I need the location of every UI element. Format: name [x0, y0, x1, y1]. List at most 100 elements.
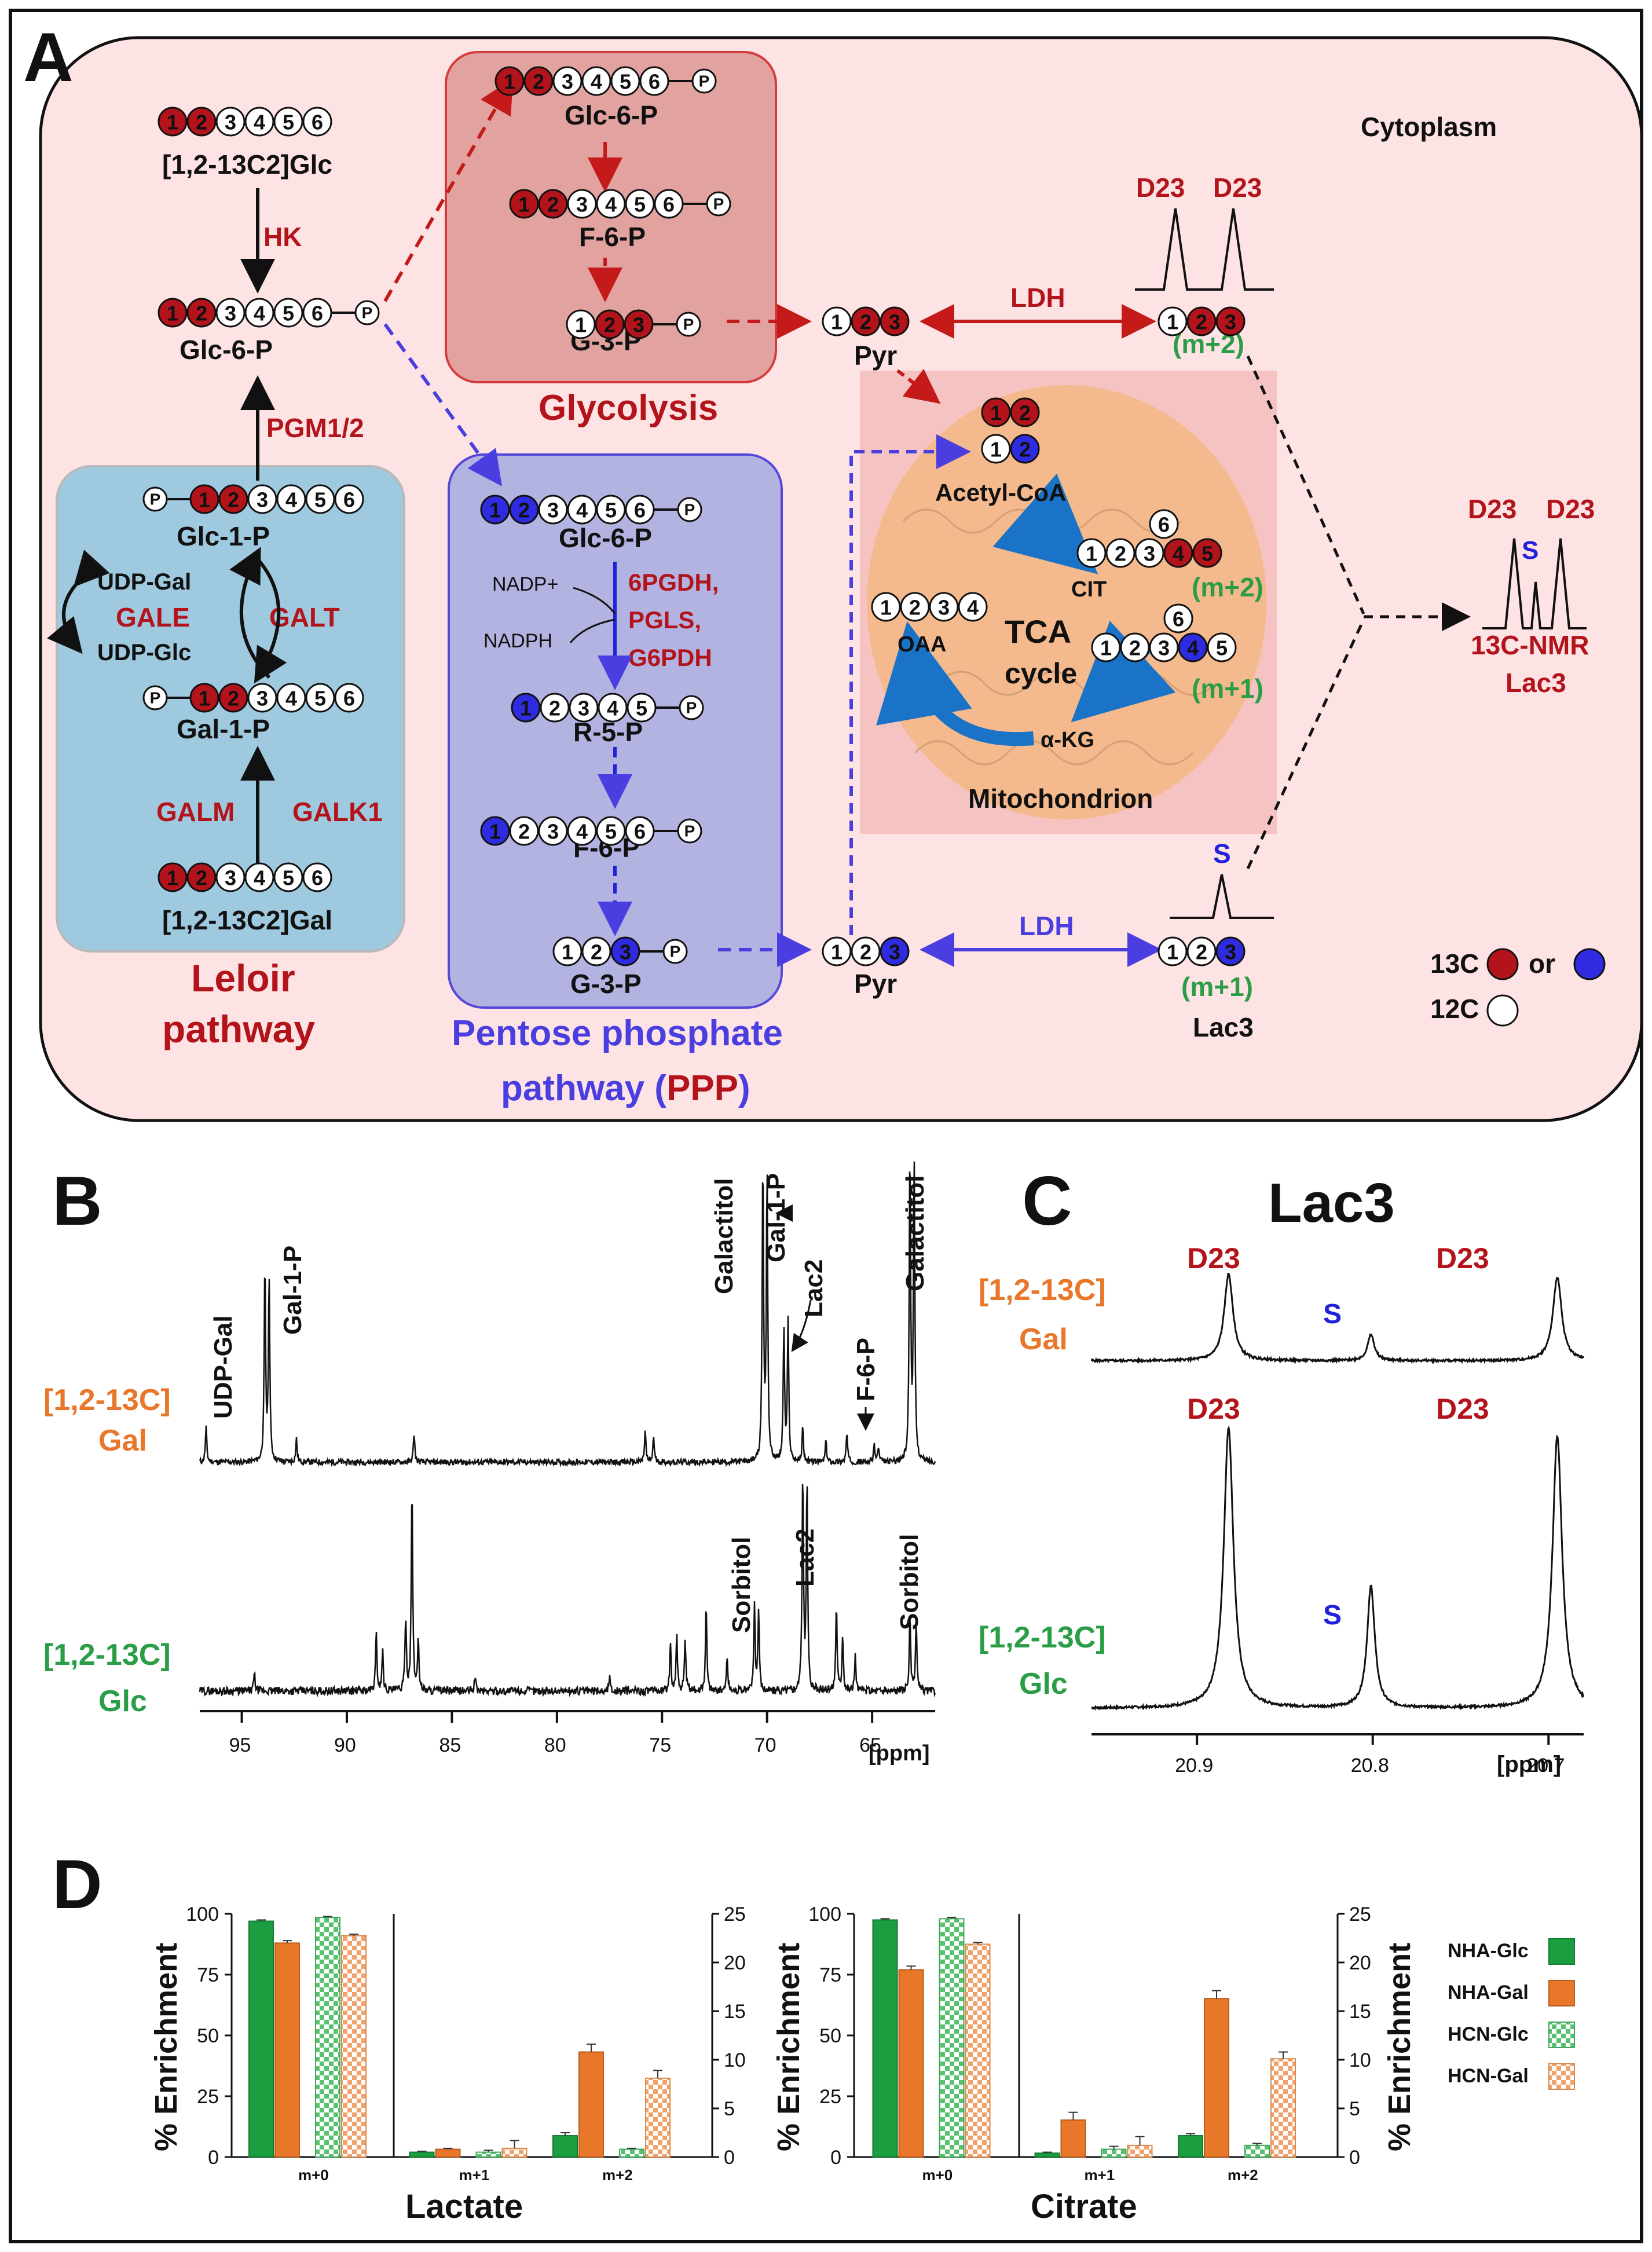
phosphate-icon: [677, 818, 702, 844]
chart-title: Lactate: [405, 2188, 523, 2225]
carbon-number: 6: [634, 820, 646, 844]
carbon-number: 5: [314, 488, 326, 512]
carbon-13c-icon: [1186, 306, 1217, 336]
carbon-12c-icon: [1105, 538, 1135, 568]
b-peak-gal1p-2: Gal-1-P: [762, 1173, 790, 1262]
carbon-12c-icon: [247, 683, 277, 713]
carbon-number: 3: [1144, 542, 1155, 566]
carbon-number: 1: [167, 111, 178, 134]
cytoplasm-box: [39, 36, 1643, 1122]
panel-a-labels: [1,2-13C2]Glc HK Glc-6-P PGM1/2 Glc-1-P …: [97, 100, 1595, 1108]
carbon-number: 5: [605, 820, 617, 844]
b-peak-galactitol-2: Galactitol: [901, 1176, 929, 1292]
carbon-number: 6: [649, 70, 660, 94]
carbon-number: 1: [831, 310, 843, 334]
carbon-12c-icon: [215, 862, 246, 892]
ppp-title-2a: pathway (: [501, 1068, 666, 1108]
carbon-12c-icon: [305, 683, 335, 713]
carbon-12c-icon: [1120, 632, 1150, 662]
carbon-number: 4: [607, 697, 618, 720]
x-tick-label: m+2: [1228, 2166, 1258, 2184]
axis-b-unit: [ppm]: [869, 1741, 930, 1766]
bar-hcn-gal: [501, 2147, 528, 2158]
carbon-number: 2: [1115, 542, 1126, 566]
carbon-number: 6: [312, 302, 323, 325]
legend-13c-blue-icon: [1573, 948, 1606, 980]
carbon-number: 2: [909, 596, 921, 620]
axis-b-tick-label: 70: [754, 1734, 776, 1756]
carbon-12c-icon: [566, 309, 596, 339]
y-tick-right-label: 10: [1349, 2049, 1371, 2071]
carbon-12c-icon: [567, 189, 597, 219]
bar-nha-gal: [578, 2051, 604, 2158]
axis-c-unit: [ppm]: [1497, 1752, 1561, 1777]
phosphate-icon: [706, 191, 731, 217]
carbon-13c-icon: [157, 107, 188, 137]
carbon-number: 3: [257, 687, 268, 711]
b-glc-label-2: Glc: [98, 1685, 147, 1718]
y-tick-left-label: 75: [819, 1964, 841, 1986]
mini-spectra: [1135, 208, 1587, 919]
c-d23-bot-right: D23: [1436, 1393, 1489, 1425]
carbon-12c-icon: [1091, 632, 1121, 662]
carbon-12c-icon: [598, 693, 628, 723]
carbon-12c-icon: [1134, 538, 1164, 568]
carbon-number: 5: [283, 866, 294, 890]
spectrum-b-bottom: [199, 1484, 936, 1698]
axis-c-tick-label: 20.9: [1175, 1755, 1213, 1777]
mini-spectrum-top: [1135, 208, 1274, 291]
carbon-number: 1: [504, 70, 515, 94]
bar-nha-gal: [1204, 1998, 1229, 2158]
glycolysis-title: Glycolysis: [539, 388, 718, 428]
carbon-number: 5: [314, 687, 326, 711]
carbon-12c-icon: [567, 495, 597, 525]
x-tick-label: m+1: [459, 2166, 490, 2184]
carbon-number: 1: [199, 687, 210, 711]
carbon-12c-icon: [302, 862, 332, 892]
bar-nha-glc: [248, 1920, 274, 2158]
pyr-top-label: Pyr: [854, 340, 897, 371]
ppp-title-2c: ): [738, 1068, 750, 1108]
cit-label: CIT: [1071, 577, 1107, 602]
y-tick-left-label: 25: [819, 2086, 841, 2108]
b-peak-gal1p-1: Gal-1-P: [279, 1246, 307, 1335]
carbon-12c-icon: [596, 189, 626, 219]
phosphate-letter: P: [150, 689, 161, 707]
y-tick-left-label: 0: [208, 2147, 219, 2169]
carbon-12c-icon: [273, 298, 303, 328]
carbon-number: 2: [196, 866, 207, 890]
mitochondrion-label: Mitochondrion: [968, 783, 1153, 814]
ppp-title-2b: PPP: [666, 1068, 738, 1108]
phosphate-letter: P: [150, 490, 161, 508]
bar-nha-gal: [1060, 2119, 1086, 2158]
carbon-number: 4: [254, 302, 265, 325]
carbon-number: 2: [1129, 636, 1141, 660]
bar-nha-gal: [435, 2148, 461, 2158]
carbon-12c-icon: [596, 816, 626, 846]
y-tick-left-label: 50: [819, 2025, 841, 2047]
carbon-number: 1: [520, 697, 532, 720]
carbon-number: 2: [547, 193, 559, 217]
phosphate-letter: P: [362, 304, 373, 322]
bar-hcn-gal: [645, 2077, 671, 2158]
carbon-12c-icon: [1149, 632, 1179, 662]
b-glc-label-1: [1,2-13C]: [43, 1638, 171, 1672]
carbon-number: 2: [533, 70, 544, 94]
mini-spectrum-right: [1482, 538, 1587, 629]
carbon-number: 1: [831, 940, 843, 964]
carbon-number: 5: [634, 193, 646, 217]
axis-b-tick-label: 85: [439, 1734, 461, 1756]
y-tick-left-label: 100: [808, 1903, 841, 1925]
phosphate-letter: P: [683, 316, 694, 334]
phosphate-letter: P: [670, 943, 681, 961]
